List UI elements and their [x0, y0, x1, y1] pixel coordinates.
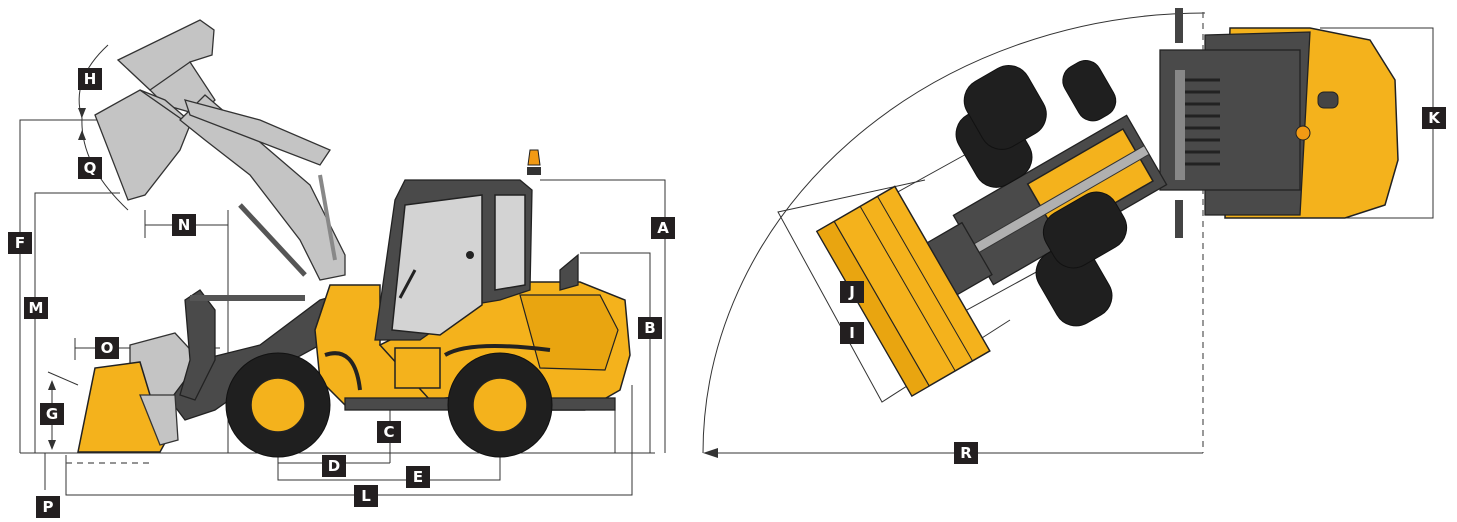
warning-beacon-icon: [527, 149, 541, 175]
label-l: L: [354, 485, 378, 507]
label-j: J: [840, 281, 864, 303]
label-i: I: [840, 322, 864, 344]
wheel-loader-side-view: [77, 19, 631, 458]
wheel-loader-top-view: [815, 8, 1399, 397]
label-r: R: [954, 442, 978, 464]
label-q: Q: [78, 157, 102, 179]
label-b: B: [638, 317, 662, 339]
front-tyre: [225, 352, 331, 458]
label-e: E: [406, 466, 430, 488]
label-n: N: [172, 214, 196, 236]
label-m: M: [24, 297, 48, 319]
label-a: A: [651, 217, 675, 239]
rear-tyre: [447, 352, 553, 458]
label-p: P: [36, 496, 60, 518]
label-d: D: [322, 455, 346, 477]
label-k: K: [1422, 107, 1446, 129]
label-f: F: [8, 232, 32, 254]
label-c: C: [377, 421, 401, 443]
label-o: O: [95, 337, 119, 359]
label-h: H: [78, 68, 102, 90]
top-view-bucket: [815, 185, 993, 397]
operator-cab: [374, 179, 533, 341]
label-g: G: [40, 403, 64, 425]
